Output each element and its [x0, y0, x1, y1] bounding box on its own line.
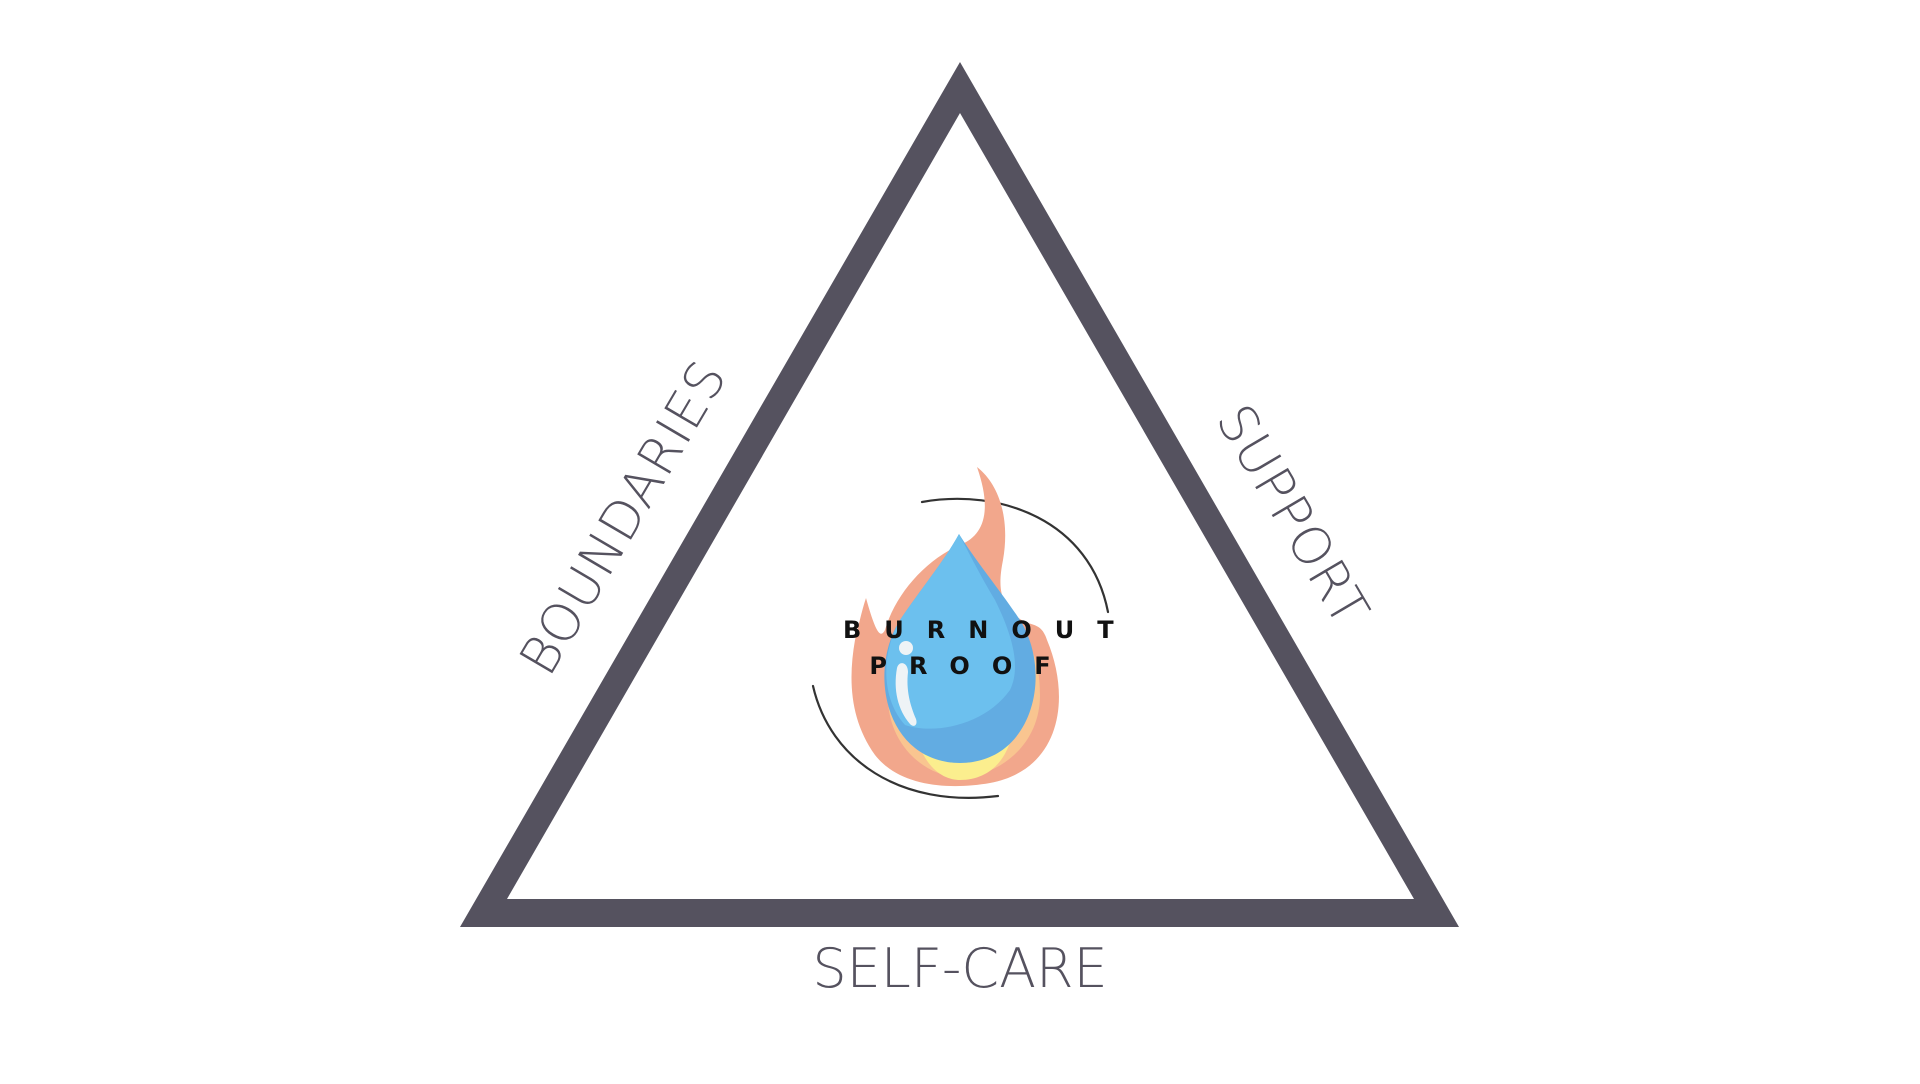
logo-text-burnout: BURNOUT [843, 616, 1137, 644]
water-drop-icon [884, 534, 1036, 763]
triangle-frame [460, 62, 1459, 927]
logo-arc-bottom [811, 684, 1000, 799]
burnout-proof-logo [811, 467, 1110, 799]
logo-text-proof: PROOF [869, 652, 1073, 680]
logo-arc-top [920, 497, 1110, 614]
label-self-care: SELF-CARE [812, 937, 1108, 1000]
